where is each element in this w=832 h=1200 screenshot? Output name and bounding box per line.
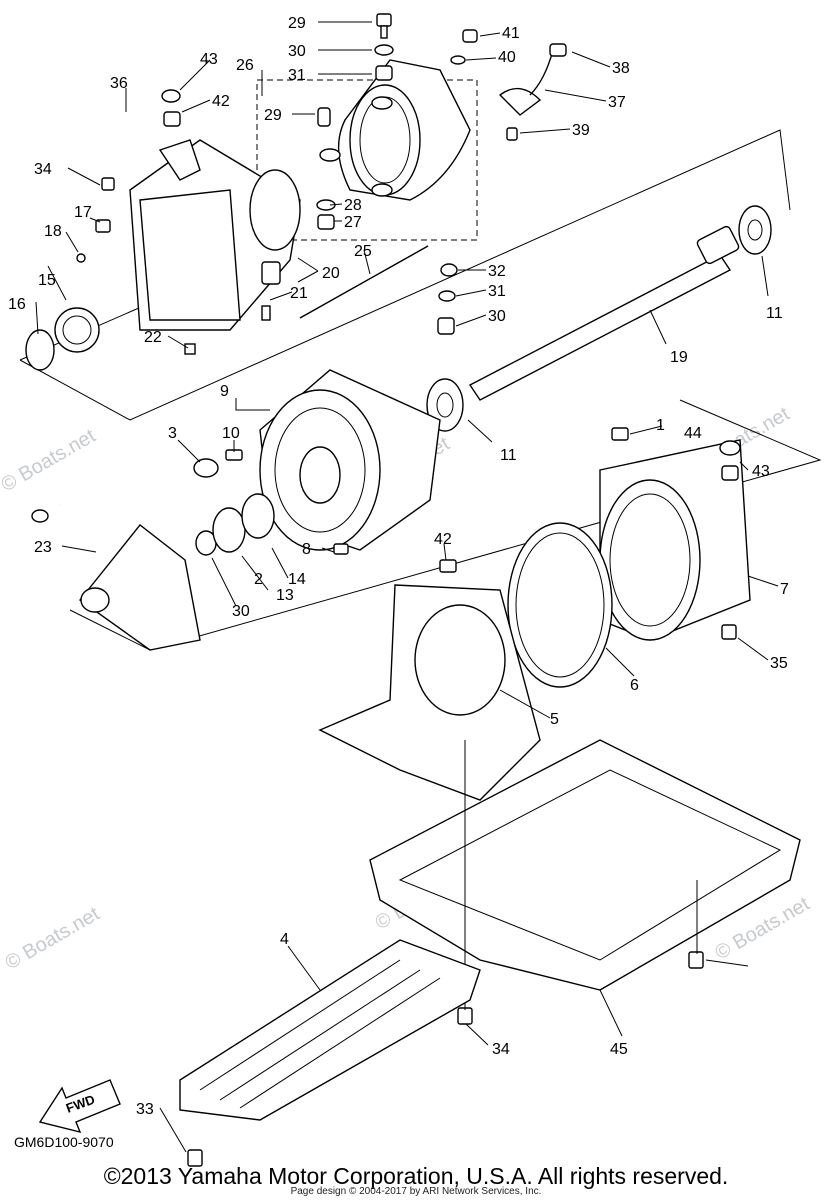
callout-24: 25 xyxy=(354,243,372,260)
callout-40: 41 xyxy=(502,25,520,42)
callout-11: 11 xyxy=(500,447,517,464)
callout-43: 44 xyxy=(684,425,702,442)
callout-14: 15 xyxy=(38,272,56,289)
callout-25: 26 xyxy=(236,57,254,74)
callout-34: 34 xyxy=(34,161,52,178)
callout-21: 22 xyxy=(144,329,162,346)
callout-42: 43 xyxy=(752,463,770,480)
callout-22: 23 xyxy=(34,539,52,556)
callout-30: 31 xyxy=(488,283,506,300)
callout-3: 3 xyxy=(168,425,177,442)
part-25-dashed-box xyxy=(256,79,478,241)
watermark-text: © Boats.net xyxy=(2,903,104,975)
impeller-housing-9 xyxy=(225,369,441,555)
leader-lines xyxy=(35,21,779,1153)
callout-34: 35 xyxy=(770,655,788,672)
callout-16: 17 xyxy=(74,204,92,221)
duct-plate-5 xyxy=(318,559,541,801)
callout-37: 38 xyxy=(612,60,630,77)
callout-43: 43 xyxy=(200,51,218,68)
callout-27: 28 xyxy=(344,197,362,214)
callout-36: 37 xyxy=(608,94,626,111)
intake-grate-4 xyxy=(179,939,481,1167)
callout-41: 42 xyxy=(434,531,452,548)
callout-35: 36 xyxy=(110,75,128,92)
callout-17: 18 xyxy=(44,223,62,240)
fwd-arrow-icon: FWD xyxy=(38,1079,121,1134)
callout-11: 11 xyxy=(766,305,783,322)
pump-nozzle-body xyxy=(25,139,301,371)
callout-29: 30 xyxy=(488,308,506,325)
copyright-notice: ©2013 Yamaha Motor Corporation, U.S.A. A… xyxy=(103,1163,729,1189)
intake-duct-7 xyxy=(599,427,751,641)
callout-4: 4 xyxy=(280,931,289,948)
upper-group-frame xyxy=(19,129,791,421)
callout-12: 13 xyxy=(276,587,294,604)
callout-1: 1 xyxy=(656,417,665,434)
small-hardware-top xyxy=(101,13,567,230)
callout-28: 29 xyxy=(264,107,282,124)
callout-13: 14 xyxy=(288,571,306,588)
page-credit: Page design © 2004-2017 by ARI Network S… xyxy=(290,1186,542,1197)
middle-group-frame xyxy=(69,399,822,651)
callout-42: 42 xyxy=(212,93,230,110)
callout-10: 10 xyxy=(222,425,240,442)
callout-23: 30 xyxy=(232,603,250,620)
callout-38: 39 xyxy=(572,122,590,139)
callout-5: 5 xyxy=(550,711,559,728)
callout-7: 7 xyxy=(780,581,789,598)
callout-33: 34 xyxy=(492,1041,510,1058)
watermark-text: © Boats.net xyxy=(0,425,100,497)
drive-shaft-18 xyxy=(426,205,772,432)
callout-31: 31 xyxy=(288,67,306,84)
callout-6: 6 xyxy=(630,677,639,694)
callout-32: 33 xyxy=(136,1101,154,1118)
callout-30: 30 xyxy=(288,43,306,60)
callout-31: 32 xyxy=(488,263,506,280)
callout-labels: 1 13 3 4 5 6 7 8 9 10 11 11 30 14 15 16 … xyxy=(8,15,789,1118)
callout-9: 9 xyxy=(220,383,229,400)
callout-19: 20 xyxy=(322,265,340,282)
callout-44: 45 xyxy=(610,1041,628,1058)
callout-15: 16 xyxy=(8,296,26,313)
callout-2: 2 xyxy=(254,571,263,588)
callout-8: 8 xyxy=(302,541,311,558)
callout-26: 27 xyxy=(344,214,362,231)
callout-18: 19 xyxy=(670,349,688,366)
ring-6 xyxy=(507,522,613,688)
callout-39: 40 xyxy=(498,49,516,66)
callout-29: 29 xyxy=(288,15,306,32)
steering-nozzle-25 xyxy=(319,59,471,201)
impeller-and-hose xyxy=(31,458,275,651)
ride-plate-44 xyxy=(369,739,801,1025)
callout-20: 21 xyxy=(290,285,308,302)
diagram-code: GM6D100-9070 xyxy=(14,1134,114,1150)
